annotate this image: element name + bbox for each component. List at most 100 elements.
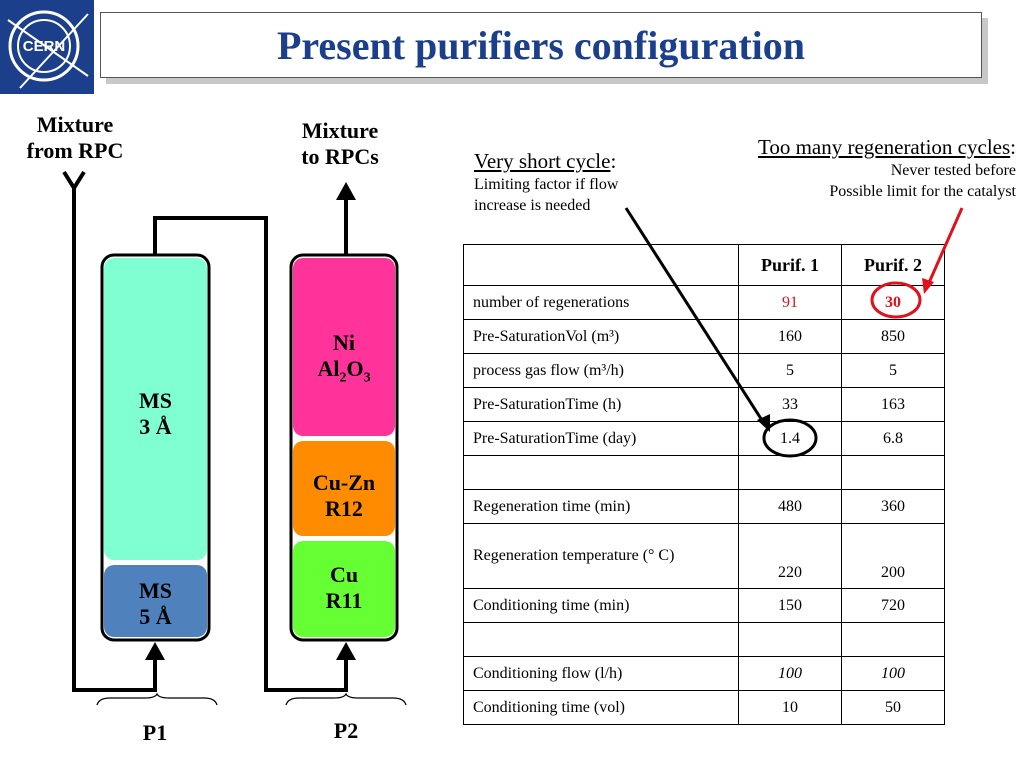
- header-purif-1: Purif. 1: [738, 244, 842, 286]
- pipe-lines: [72, 185, 348, 692]
- inlet-arrow-icon: [62, 170, 86, 192]
- short-cycle-heading: Very short cycle: [474, 149, 611, 173]
- connecting-pipe: [153, 216, 348, 692]
- regen-colon: :: [1010, 135, 1016, 159]
- table-row: Pre-SaturationVol (m³) 160 850: [463, 319, 945, 354]
- regen-line2: Possible limit for the catalyst: [829, 183, 1016, 201]
- row-label: Pre-SaturationTime (day): [463, 421, 739, 456]
- logo-text: CERN: [23, 38, 66, 55]
- row-label: Pre-SaturationVol (m³): [463, 319, 739, 354]
- short-cycle-note: Very short cycle: Limiting factor if flo…: [474, 148, 704, 217]
- row-label: Regeneration time (min): [463, 489, 739, 524]
- purifier-diagram: [62, 170, 407, 706]
- p2-cuzn-label: Cu-Zn R12: [293, 470, 395, 523]
- p2-label: P2: [333, 718, 359, 743]
- table-row: process gas flow (m³/h) 5 5: [463, 353, 945, 388]
- table-row: [463, 455, 945, 490]
- p1-label: P1: [142, 720, 168, 745]
- row-label: Pre-SaturationTime (h): [463, 387, 739, 422]
- p2-ni-label: Ni Al2O3: [293, 330, 395, 388]
- row-value-purif-1: 100: [738, 656, 842, 691]
- header-empty: [463, 244, 739, 286]
- p2-cuzn-line1: Cu-Zn: [312, 470, 376, 495]
- p2-ni-bed: [293, 258, 395, 436]
- row-value-purif-2: [841, 622, 945, 657]
- header-purif-2: Purif. 2: [841, 244, 945, 286]
- row-value-purif-1: 33: [738, 387, 842, 422]
- page-title: Present purifiers configuration: [276, 22, 806, 68]
- short-cycle-colon: :: [610, 149, 617, 173]
- p2-cuzn-bed: [293, 441, 395, 536]
- p1-ms3-bed: [104, 258, 207, 560]
- row-value-purif-1: 150: [738, 588, 842, 623]
- cern-logo: CERN: [0, 0, 94, 94]
- outlet-label: Mixture to RPCs: [301, 118, 379, 170]
- p2-inflow-arrow-icon: [336, 642, 356, 660]
- row-label: Conditioning time (vol): [463, 690, 739, 725]
- regen-heading: Too many regeneration cycles: [757, 135, 1011, 159]
- regen-note: Too many regeneration cycles: Never test…: [700, 134, 1016, 203]
- cern-logo-graphic: CERN: [7, 10, 89, 89]
- p1-ms5-line2: 5 Å: [139, 604, 172, 630]
- row-value-purif-1: 91: [738, 285, 842, 320]
- row-value-purif-2: [841, 455, 945, 490]
- short-cycle-line2: increase is needed: [474, 197, 591, 215]
- table-row: Regeneration time (min) 480 360: [463, 489, 945, 524]
- p1-ms5-line1: MS: [139, 578, 172, 603]
- row-value-purif-2: 30: [841, 285, 945, 320]
- p2-cu-bed: [293, 541, 395, 637]
- table-header-row: Purif. 1 Purif. 2: [463, 244, 945, 286]
- outlet-arrow-icon: [336, 182, 356, 200]
- p2-ni-line1: Ni: [333, 330, 355, 355]
- row-label: Conditioning time (min): [463, 588, 739, 623]
- row-value-purif-2: 163: [841, 387, 945, 422]
- p1-brace: [96, 692, 218, 706]
- p1-ms3-line1: MS: [139, 388, 172, 413]
- row-value-purif-2: 100: [841, 656, 945, 691]
- p1-ms3-line2: 3 Å: [139, 414, 172, 440]
- row-value-purif-2: 200: [841, 523, 945, 589]
- row-label: Regeneration temperature (° C): [463, 523, 739, 589]
- p2-ni-line2: Al2O3: [317, 356, 371, 386]
- row-label: [463, 622, 739, 657]
- short-cycle-line1: Limiting factor if flow: [474, 176, 619, 194]
- row-value-purif-1: 5: [738, 353, 842, 388]
- regen-line1: Never tested before: [890, 162, 1016, 180]
- table-row: Conditioning time (min) 150 720: [463, 588, 945, 623]
- row-value-purif-2: 360: [841, 489, 945, 524]
- table-row: Pre-SaturationTime (h) 33 163: [463, 387, 945, 422]
- table-row: Pre-SaturationTime (day) 1.4 6.8: [463, 421, 945, 456]
- row-label: [463, 455, 739, 490]
- row-value-purif-2: 6.8: [841, 421, 945, 456]
- table-row: Regeneration temperature (° C) 220 200: [463, 523, 945, 589]
- title-bar: Present purifiers configuration: [100, 12, 982, 78]
- inlet-label: Mixture from RPC: [26, 112, 124, 164]
- row-value-purif-2: 850: [841, 319, 945, 354]
- row-value-purif-2: 50: [841, 690, 945, 725]
- p1-ms5-bed: [104, 565, 207, 637]
- row-label: Conditioning flow (l/h): [463, 656, 739, 691]
- p1-ms3-label: MS 3 Å: [104, 388, 207, 441]
- table-row: Conditioning time (vol) 10 50: [463, 690, 945, 725]
- table-row: [463, 622, 945, 657]
- table-row: number of regenerations 91 30: [463, 285, 945, 320]
- inlet-pipe: [72, 185, 157, 692]
- purifier-data-table: Purif. 1 Purif. 2 number of regeneration…: [463, 244, 945, 725]
- row-value-purif-2: 5: [841, 353, 945, 388]
- p2-cu-line1: Cu: [329, 562, 359, 587]
- row-value-purif-1: 160: [738, 319, 842, 354]
- row-value-purif-1: 1.4: [738, 421, 842, 456]
- p2-cuzn-line2: R12: [325, 496, 363, 522]
- p1-ms5-label: MS 5 Å: [104, 578, 207, 631]
- row-value-purif-1: 480: [738, 489, 842, 524]
- row-label: number of regenerations: [463, 285, 739, 320]
- row-label: process gas flow (m³/h): [463, 353, 739, 388]
- row-value-purif-1: 10: [738, 690, 842, 725]
- row-value-purif-1: [738, 622, 842, 657]
- p2-brace: [285, 692, 407, 706]
- p2-cu-label: Cu R11: [293, 562, 395, 615]
- row-value-purif-1: 220: [738, 523, 842, 589]
- row-value-purif-1: [738, 455, 842, 490]
- p2-cu-line2: R11: [325, 588, 363, 614]
- p1-inflow-arrow-icon: [145, 642, 165, 660]
